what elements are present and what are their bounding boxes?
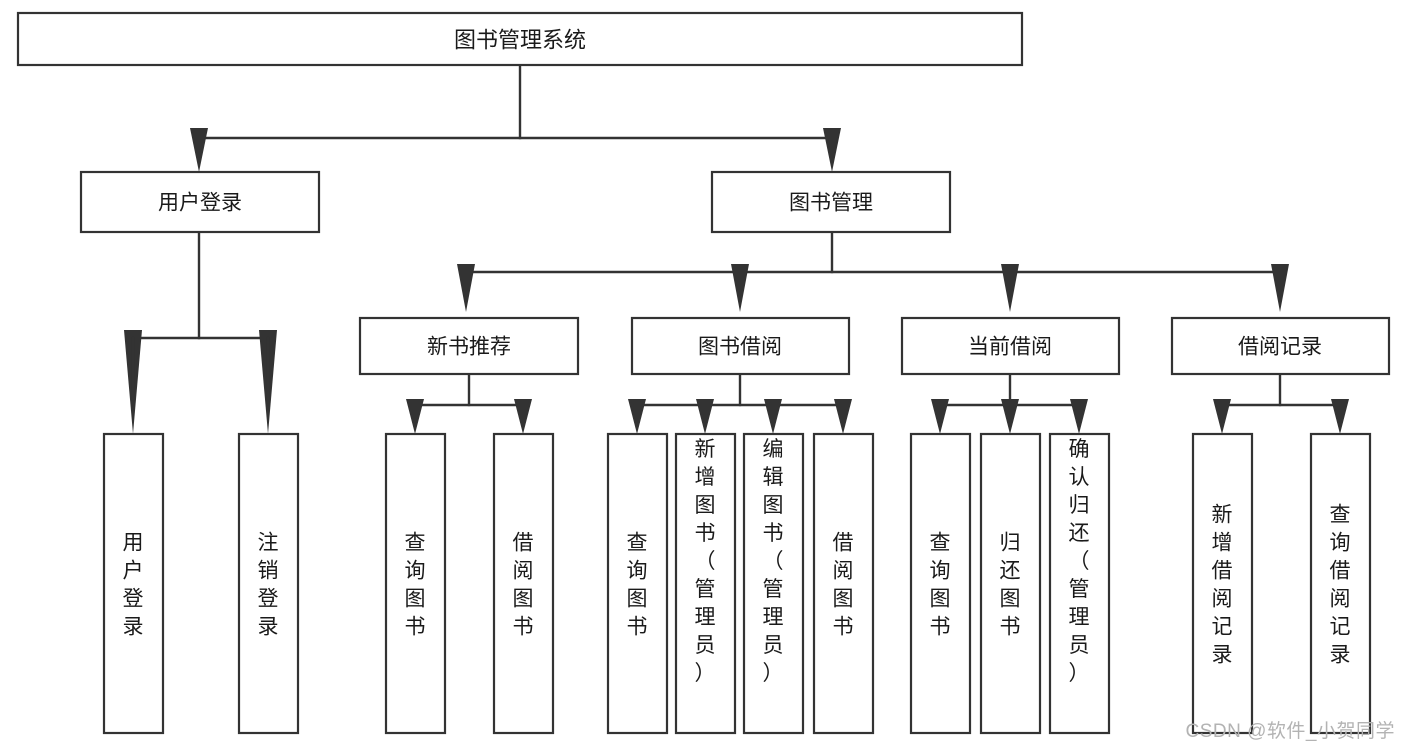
watermark-text: CSDN @软件_小贺同学 xyxy=(1185,721,1395,742)
leaf-return-book[interactable]: 归还图书 xyxy=(979,432,1042,735)
arrow-to-leaf-return-book xyxy=(1001,399,1019,434)
node-book-management-rect[interactable] xyxy=(710,170,952,234)
leaf-logout-login[interactable]: 注销登录 xyxy=(237,432,300,735)
arrow-to-leaf-borrow-book-1 xyxy=(514,399,532,434)
connector-group-current-borrow xyxy=(931,372,1088,434)
leaf-query-record-rect[interactable] xyxy=(1309,432,1372,735)
node-new-book-recommend-label: 新书推荐 xyxy=(427,336,511,359)
node-borrow-record-rect[interactable] xyxy=(1170,316,1391,376)
node-book-management[interactable]: 图书管理 xyxy=(710,170,952,234)
arrow-to-leaf-query-record xyxy=(1331,399,1349,434)
connector-group-user-login xyxy=(124,230,277,434)
leaf-query-record[interactable]: 查询借阅记录 xyxy=(1309,432,1372,735)
leaf-borrow-book-2[interactable]: 借阅图书 xyxy=(812,432,875,735)
leaf-query-record-label: 查询借阅记录 xyxy=(1330,504,1351,667)
node-current-borrow-label: 当前借阅 xyxy=(968,336,1052,359)
arrow-to-leaf-query-book-2 xyxy=(628,399,646,434)
arrow-to-leaf-query-book-3 xyxy=(931,399,949,434)
leaf-query-book-3-label: 查询图书 xyxy=(930,532,951,639)
node-book-management-label: 图书管理 xyxy=(789,192,873,215)
arrow-to-book-borrow xyxy=(731,264,749,312)
leaf-add-book-rect[interactable] xyxy=(674,432,737,735)
arrow-to-leaf-confirm-return xyxy=(1070,399,1088,434)
leaf-borrow-book-1-rect[interactable] xyxy=(492,432,555,735)
leaf-borrow-book-2-rect[interactable] xyxy=(812,432,875,735)
leaf-user-login-rect[interactable] xyxy=(102,432,165,735)
arrow-to-book-management xyxy=(823,128,841,172)
leaf-return-book-label: 归还图书 xyxy=(1000,532,1021,639)
leaf-edit-book[interactable]: 编辑图书（管理员） xyxy=(742,432,805,735)
node-user-login[interactable]: 用户登录 xyxy=(79,170,321,234)
leaf-confirm-return-label: 确认归还（管理员） xyxy=(1069,438,1090,685)
leaf-query-book-2[interactable]: 查询图书 xyxy=(606,432,669,735)
arrow-to-leaf-query-book-1 xyxy=(406,399,424,434)
leaf-borrow-book-1[interactable]: 借阅图书 xyxy=(492,432,555,735)
leaf-logout-login-rect[interactable] xyxy=(237,432,300,735)
leaf-logout-login-label: 注销登录 xyxy=(258,532,279,639)
node-borrow-record-label: 借阅记录 xyxy=(1238,336,1322,359)
node-book-borrow[interactable]: 图书借阅 xyxy=(630,316,851,376)
leaf-return-book-rect[interactable] xyxy=(979,432,1042,735)
leaf-add-record-label: 新增借阅记录 xyxy=(1212,504,1233,667)
leaf-add-book[interactable]: 新增图书（管理员） xyxy=(674,432,737,735)
leaf-query-book-2-label: 查询图书 xyxy=(627,532,648,639)
connector-group-root xyxy=(190,63,841,172)
arrow-to-user-login xyxy=(190,128,208,172)
leaf-user-login-label: 用户登录 xyxy=(123,532,144,639)
connector-group-new-book-recommend xyxy=(406,372,532,434)
leaf-borrow-book-1-label: 借阅图书 xyxy=(513,532,534,639)
arrow-to-leaf-add-book xyxy=(696,399,714,434)
arrow-to-new-book-recommend xyxy=(457,264,475,312)
leaf-user-login[interactable]: 用户登录 xyxy=(102,432,165,735)
arrow-to-leaf-edit-book xyxy=(764,399,782,434)
arrow-to-leaf-add-record xyxy=(1213,399,1231,434)
arrow-to-current-borrow xyxy=(1001,264,1019,312)
node-new-book-recommend-rect[interactable] xyxy=(358,316,580,376)
leaf-edit-book-label: 编辑图书（管理员） xyxy=(763,438,784,685)
node-user-login-label: 用户登录 xyxy=(158,192,242,215)
node-borrow-record[interactable]: 借阅记录 xyxy=(1170,316,1391,376)
connector-group-book-management xyxy=(457,230,1289,312)
leaf-borrow-book-2-label: 借阅图书 xyxy=(833,532,854,639)
leaf-query-book-3[interactable]: 查询图书 xyxy=(909,432,972,735)
connector-group-book-borrow xyxy=(628,372,852,434)
leaf-confirm-return-rect[interactable] xyxy=(1048,432,1111,735)
node-root[interactable]: 图书管理系统 xyxy=(16,11,1024,67)
arrow-to-borrow-record xyxy=(1271,264,1289,312)
leaf-query-book-1-rect[interactable] xyxy=(384,432,447,735)
leaf-query-book-1[interactable]: 查询图书 xyxy=(384,432,447,735)
node-current-borrow[interactable]: 当前借阅 xyxy=(900,316,1121,376)
leaf-confirm-return[interactable]: 确认归还（管理员） xyxy=(1048,432,1111,735)
leaf-add-book-label: 新增图书（管理员） xyxy=(695,438,716,685)
leaf-query-book-2-rect[interactable] xyxy=(606,432,669,735)
node-user-login-rect[interactable] xyxy=(79,170,321,234)
node-current-borrow-rect[interactable] xyxy=(900,316,1121,376)
node-book-borrow-label: 图书借阅 xyxy=(698,336,782,359)
arrow-to-leaf-borrow-book-2 xyxy=(834,399,852,434)
node-root-rect[interactable] xyxy=(16,11,1024,67)
leaf-edit-book-rect[interactable] xyxy=(742,432,805,735)
node-book-borrow-rect[interactable] xyxy=(630,316,851,376)
node-new-book-recommend[interactable]: 新书推荐 xyxy=(358,316,580,376)
leaf-query-book-1-label: 查询图书 xyxy=(405,532,426,639)
leaf-add-record-rect[interactable] xyxy=(1191,432,1254,735)
connector-group-borrow-record xyxy=(1213,372,1349,434)
node-root-label: 图书管理系统 xyxy=(454,28,586,53)
leaf-add-record[interactable]: 新增借阅记录 xyxy=(1191,432,1254,735)
leaf-query-book-3-rect[interactable] xyxy=(909,432,972,735)
